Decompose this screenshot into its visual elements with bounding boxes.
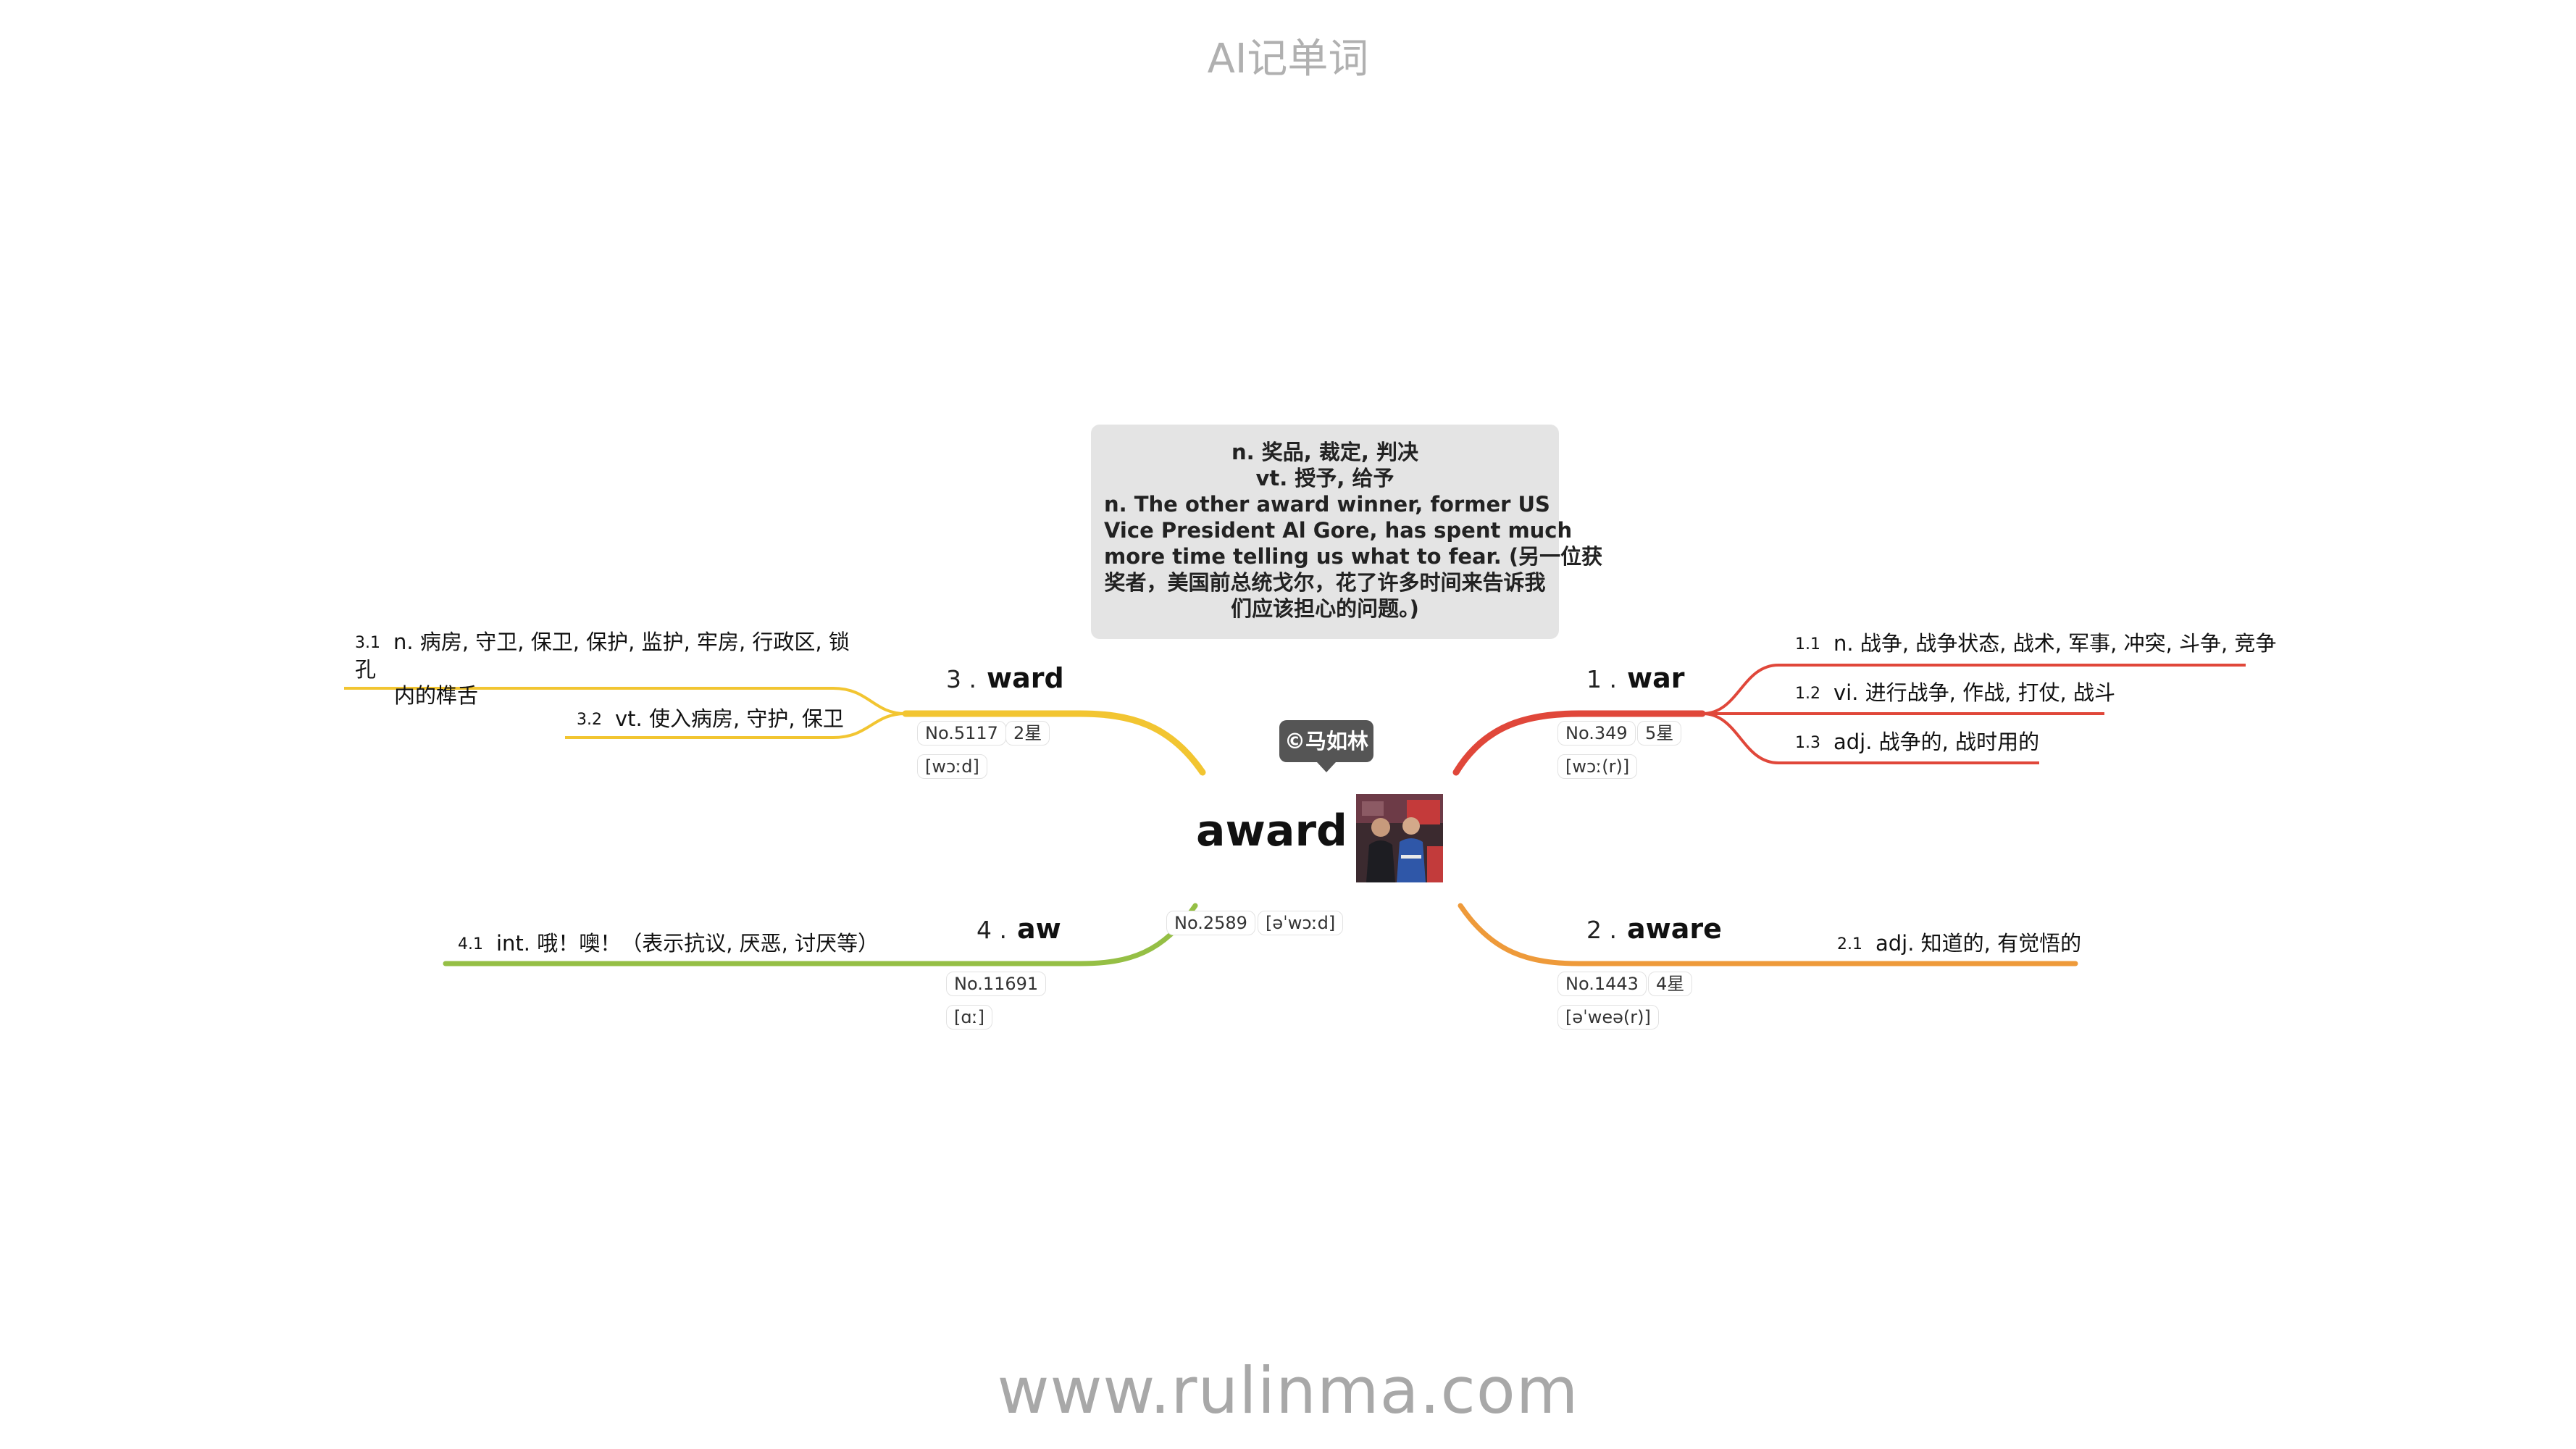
sense-text: adj. 知道的, 有觉悟的 — [1875, 931, 2082, 956]
sense-text: adj. 战争的, 战时用的 — [1833, 730, 2040, 754]
connector-war-sense-1 — [1702, 664, 2246, 715]
rank-tag: No.5117 — [917, 721, 1006, 746]
sense-number: 2.1 — [1837, 935, 1862, 953]
branch-number: 2 . — [1586, 916, 1617, 944]
definition-line: n. 奖品, 裁定, 判决 — [1231, 440, 1418, 464]
branch-word: aw — [1016, 913, 1061, 945]
stars-tag: 4星 — [1648, 972, 1693, 996]
definition-line: more time telling us what to fear. (另一位获 — [1104, 544, 1603, 569]
definition-line: n. The other award winner, former US — [1104, 492, 1550, 517]
sense-number: 1.3 — [1795, 734, 1820, 752]
phonetic-tag: [wɔː(r)] — [1557, 754, 1638, 779]
connector-ward-sense-1 — [344, 687, 906, 715]
sense-item: 1.1 n. 战争, 战争状态, 战术, 军事, 冲突, 斗争, 竞争 — [1795, 630, 2276, 658]
definition-line: Vice President Al Gore, has spent much — [1104, 518, 1573, 543]
sense-text-continued: 内的榫舌 — [394, 683, 479, 708]
connector-aware — [1458, 903, 2078, 966]
sense-item: 4.1 int. 哦！噢！（表示抗议, 厌恶, 讨厌等） — [458, 930, 879, 958]
sense-item: 3.2 vt. 使入病房, 守护, 保卫 — [577, 706, 844, 733]
central-phonetic-tag: [əˈwɔːd] — [1258, 911, 1344, 935]
branch-number: 3 . — [946, 665, 977, 693]
central-rank-tag: No.2589 — [1166, 911, 1255, 935]
sense-item: 1.2 vi. 进行战争, 作战, 打仗, 战斗 — [1795, 680, 2115, 707]
sense-item: 2.1 adj. 知道的, 有觉悟的 — [1837, 930, 2081, 958]
page-title: AI记单词 — [1207, 36, 1369, 83]
sense-number: 4.1 — [458, 935, 483, 953]
definition-line: 奖者，美国前总统戈尔，花了许多时间来告诉我 — [1104, 570, 1546, 595]
sense-text: n. 病房, 守卫, 保卫, 保护, 监护, 牢房, 行政区, 锁孔 — [355, 630, 850, 682]
branch-word-aware[interactable]: 2 . aware — [1586, 913, 1722, 945]
rank-tag: No.11691 — [946, 972, 1047, 996]
connector-war-sense-3 — [1702, 712, 2039, 764]
stars-tag: 2星 — [1005, 721, 1050, 746]
connector-war — [1452, 710, 1706, 776]
sense-item: 1.3 adj. 战争的, 战时用的 — [1795, 729, 2039, 756]
sense-number: 1.2 — [1795, 685, 1820, 703]
rank-tag: No.349 — [1557, 721, 1636, 746]
branch-word-war[interactable]: 1 . war — [1586, 662, 1684, 694]
sense-text: n. 战争, 战争状态, 战术, 军事, 冲突, 斗争, 竞争 — [1833, 631, 2277, 656]
sense-text: vi. 进行战争, 作战, 打仗, 战斗 — [1833, 680, 2115, 705]
phonetic-tag: [wɔːd] — [917, 754, 987, 779]
sense-number: 1.1 — [1795, 635, 1820, 653]
sense-text: vt. 使入病房, 守护, 保卫 — [615, 706, 844, 731]
sense-text: int. 哦！噢！（表示抗议, 厌恶, 讨厌等） — [496, 931, 879, 956]
branch-number: 1 . — [1586, 665, 1617, 693]
definition-line: 们应该担心的问题。) — [1231, 596, 1419, 621]
connector-ward — [902, 710, 1206, 776]
branch-word: ward — [986, 662, 1064, 694]
sense-number: 3.1 — [355, 634, 380, 652]
sense-number: 3.2 — [577, 711, 602, 729]
rank-tag: No.1443 — [1557, 972, 1647, 996]
branch-number: 4 . — [977, 916, 1007, 944]
copyright-badge: ©马如林 — [1279, 720, 1373, 762]
stars-tag: 5星 — [1637, 721, 1682, 746]
phonetic-tag: [əˈweə(r)] — [1557, 1005, 1659, 1030]
definition-callout: n. 奖品, 裁定, 判决 vt. 授予, 给予 n. The other aw… — [1091, 425, 1603, 639]
copyright-badge-pointer — [1317, 762, 1336, 772]
phonetic-tag: [ɑː] — [946, 1005, 993, 1030]
definition-line: vt. 授予, 给予 — [1255, 466, 1394, 490]
branch-word: war — [1626, 662, 1685, 694]
word-photo[interactable] — [1356, 794, 1443, 882]
branch-word: aware — [1626, 913, 1722, 945]
branch-word-ward[interactable]: 3 . ward — [946, 662, 1064, 694]
branch-word-aw[interactable]: 4 . aw — [977, 913, 1061, 945]
connector-ward-sense-2 — [565, 712, 906, 739]
central-word: award — [1196, 806, 1347, 856]
footer-url[interactable]: www.rulinma.com — [997, 1353, 1579, 1428]
